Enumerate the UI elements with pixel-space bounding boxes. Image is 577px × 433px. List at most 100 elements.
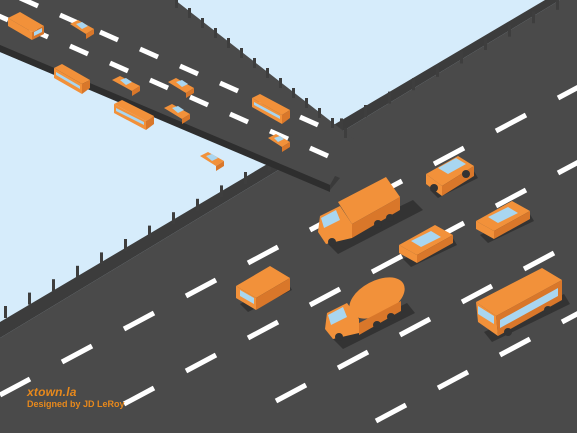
guardrail-post bbox=[412, 78, 415, 91]
guardrail-post bbox=[532, 11, 535, 24]
guardrail-post bbox=[318, 108, 321, 118]
wheel bbox=[462, 170, 470, 178]
wheel bbox=[504, 328, 512, 336]
guardrail-post bbox=[484, 38, 487, 50]
guardrail-post bbox=[240, 48, 243, 58]
car-icon bbox=[168, 78, 194, 98]
van-glass bbox=[240, 290, 254, 304]
guardrail-post bbox=[227, 38, 230, 48]
guardrail-post bbox=[279, 78, 282, 88]
guardrail-post bbox=[220, 185, 223, 198]
designer-credit: Designed by JD LeRoy bbox=[27, 399, 125, 409]
guardrail-post bbox=[175, 0, 178, 8]
car-front bbox=[476, 221, 494, 239]
lane-dash bbox=[308, 286, 342, 308]
wheel bbox=[387, 313, 395, 321]
car-glass bbox=[488, 207, 518, 223]
tanker-side bbox=[359, 301, 401, 335]
guardrail-post bbox=[556, 0, 559, 10]
lane-dash bbox=[98, 29, 120, 43]
tanker-windshield bbox=[328, 307, 347, 325]
guardrail-post bbox=[436, 64, 439, 77]
guardrail-post bbox=[196, 198, 199, 211]
xtown-brand-credit: xtown.la bbox=[27, 385, 77, 399]
van-body bbox=[236, 266, 290, 298]
car-glass bbox=[76, 22, 88, 29]
lane-dash bbox=[60, 343, 94, 365]
bus-windows bbox=[116, 108, 144, 125]
lane-dash bbox=[370, 253, 404, 275]
car-icon bbox=[200, 152, 224, 171]
car-side bbox=[86, 29, 94, 39]
tanker-cab bbox=[325, 303, 359, 339]
bus-icon bbox=[114, 100, 154, 130]
guardrail-post bbox=[172, 212, 175, 225]
lane-dash bbox=[432, 145, 466, 167]
car-front bbox=[399, 245, 417, 263]
car-icon bbox=[268, 134, 290, 152]
vehicles-layer bbox=[8, 12, 570, 349]
upper-deck-surface bbox=[0, 0, 355, 185]
jeep-cabin bbox=[438, 158, 466, 174]
bus-roof bbox=[54, 64, 90, 84]
bus-roof bbox=[114, 100, 154, 121]
tanker-truck-icon bbox=[325, 277, 415, 349]
bus-side bbox=[82, 80, 90, 94]
lane-dash bbox=[184, 352, 218, 374]
bus-side bbox=[282, 110, 290, 124]
car-glass bbox=[176, 80, 188, 87]
bus-windows bbox=[254, 102, 280, 119]
car-icon bbox=[164, 104, 190, 124]
guardrail-post bbox=[331, 118, 334, 128]
car-side bbox=[417, 235, 453, 263]
van-glass bbox=[34, 28, 42, 36]
lane-dash bbox=[228, 111, 250, 125]
van-icon bbox=[236, 266, 292, 312]
car-side bbox=[182, 114, 190, 124]
lane-dash bbox=[108, 60, 130, 74]
van-icon bbox=[8, 12, 44, 40]
box-truck-windshield bbox=[321, 210, 340, 228]
jeep-icon bbox=[426, 156, 478, 198]
wheel bbox=[386, 214, 394, 222]
car-glass bbox=[274, 136, 284, 142]
guardrail-post bbox=[100, 252, 103, 265]
lane-dash bbox=[274, 382, 308, 404]
wheel bbox=[373, 321, 381, 329]
guardrail-post bbox=[28, 292, 31, 305]
wheel bbox=[374, 220, 382, 228]
lane-dash bbox=[268, 128, 290, 142]
lane-dash bbox=[398, 316, 432, 338]
guardrail-post bbox=[508, 24, 511, 37]
guardrail-post bbox=[76, 265, 79, 278]
lane-dash bbox=[460, 283, 494, 305]
bus-windows bbox=[56, 72, 80, 89]
lane-dash bbox=[494, 187, 528, 209]
bus-side bbox=[146, 116, 154, 130]
box-truck-cargo-side bbox=[352, 197, 400, 238]
lane-dash bbox=[436, 369, 470, 391]
lane-dash bbox=[336, 349, 370, 371]
car-side bbox=[132, 86, 140, 96]
van-body bbox=[8, 12, 44, 32]
lane-dash bbox=[560, 311, 577, 325]
lane-dash bbox=[246, 319, 280, 341]
car-side bbox=[282, 142, 290, 152]
wheel bbox=[544, 306, 552, 314]
bus-icon bbox=[54, 64, 90, 94]
guardrail-post bbox=[344, 128, 347, 138]
lane-dash bbox=[18, 0, 40, 9]
bus-windshield bbox=[478, 306, 494, 324]
car-icon bbox=[70, 20, 94, 39]
bus-icon bbox=[252, 94, 290, 124]
guardrail-post bbox=[4, 306, 7, 318]
guardrail-post bbox=[148, 225, 151, 238]
bus-icon bbox=[476, 268, 570, 342]
lane-dash bbox=[138, 46, 160, 60]
box-truck-cargo bbox=[338, 177, 400, 224]
vehicle-shadow bbox=[326, 200, 423, 254]
bus-windows bbox=[500, 288, 558, 328]
car-glass bbox=[411, 231, 441, 247]
guardrail-post bbox=[388, 91, 391, 104]
